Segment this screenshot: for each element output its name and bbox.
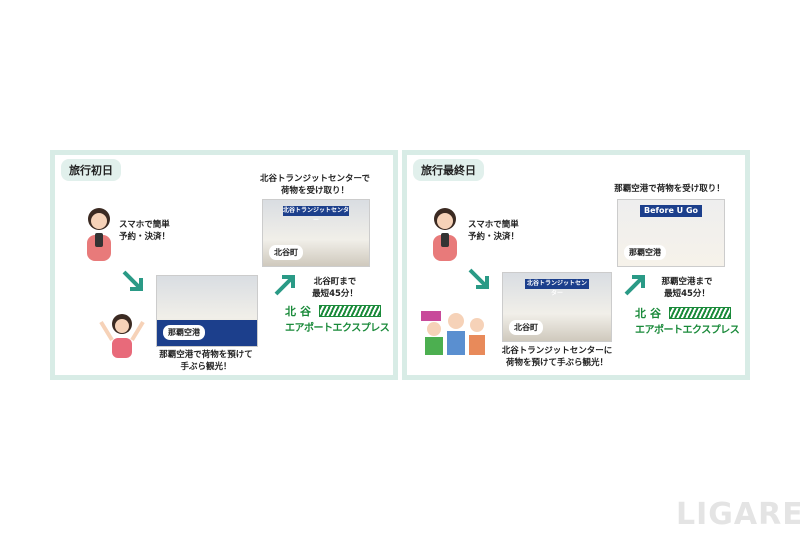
person-with-phone-icon (433, 208, 457, 261)
duration-text: 那覇空港まで 最短45分！ (661, 277, 713, 299)
family-shopping-icon (421, 311, 485, 355)
happy-person-icon (99, 314, 145, 358)
arrow-up-right-icon (624, 275, 645, 296)
step1-text: スマホで簡単 予約・決済！ (468, 220, 520, 242)
bus-icon (319, 305, 381, 317)
bus-icon (669, 307, 731, 319)
caption1-text: 那覇空港で荷物を預けて 手ぶら観光！ (159, 350, 253, 372)
caption1-text: 北谷トランジットセンターに 荷物を預けて手ぶら観光！ (501, 346, 613, 368)
airport-express-logo: 北谷 エアポートエクスプレス (635, 305, 740, 336)
last-day-panel: 旅行最終日 スマホで簡単 予約・決済！ 北谷トランジットセンター 北谷町 北谷ト… (402, 150, 750, 380)
naha-airport-counter-photo: 那覇空港 (156, 275, 258, 347)
logo-bottom-text: エアポートエクスプレス (635, 325, 740, 336)
step1-text: スマホで簡単 予約・決済！ (119, 220, 171, 242)
photo-sign: 北谷トランジットセンター (525, 279, 589, 297)
photo-sign: 北谷トランジットセンター (283, 206, 350, 224)
logo-top-text: 北谷 (635, 307, 665, 320)
before-u-go-sign: Before U Go (640, 205, 702, 217)
duration-text: 北谷町まで 最短45分！ (312, 277, 358, 299)
pickup-text: 北谷トランジットセンターで 荷物を受け取り！ (260, 174, 370, 196)
arrow-down-right-icon (122, 270, 143, 291)
chatan-transit-center-photo: 北谷トランジットセンター 北谷町 (262, 199, 370, 267)
airport-express-logo: 北谷 エアポートエクスプレス (285, 303, 390, 334)
first-day-tag: 旅行初日 (61, 159, 121, 181)
ligare-watermark: LIGARE (676, 497, 800, 532)
photo-location-label: 北谷町 (509, 320, 543, 335)
photo-location-label: 北谷町 (269, 245, 303, 260)
photo-location-label: 那覇空港 (624, 245, 666, 260)
pickup-text: 那覇空港で荷物を受け取り！ (614, 184, 725, 194)
arrow-down-right-icon (468, 268, 489, 289)
logo-bottom-text: エアポートエクスプレス (285, 323, 390, 334)
last-day-tag: 旅行最終日 (413, 159, 484, 181)
first-day-panel: 旅行初日 スマホで簡単 予約・決済！ 那覇空港 那覇空港で荷物を預けて 手ぶら観… (50, 150, 398, 380)
logo-top-text: 北谷 (285, 305, 315, 318)
arrow-up-right-icon (274, 275, 295, 296)
chatan-transit-center-photo: 北谷トランジットセンター 北谷町 (502, 272, 612, 342)
before-u-go-photo: Before U Go 那覇空港 (617, 199, 725, 267)
person-with-phone-icon (87, 208, 111, 261)
photo-location-label: 那覇空港 (163, 325, 205, 340)
